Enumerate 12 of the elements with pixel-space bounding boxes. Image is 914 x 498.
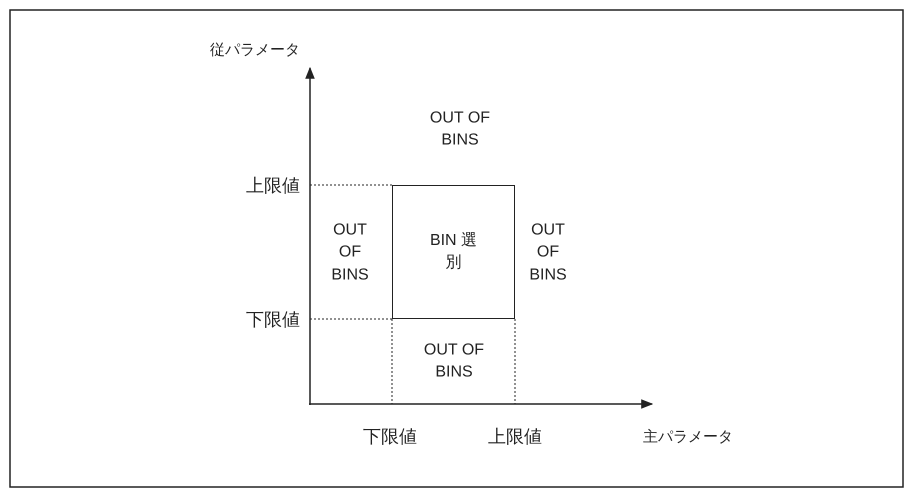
bin-label: BIN 選別 <box>430 230 478 273</box>
region-label: OUT OF BINS <box>422 340 486 383</box>
x-axis-label: 主パラメータ <box>642 428 734 448</box>
tick-label: 下限値 <box>362 425 418 448</box>
bin-box <box>392 185 515 319</box>
tick-label: 上限値 <box>245 174 301 198</box>
tick-label: 上限値 <box>487 425 543 448</box>
tick-label: 下限値 <box>245 308 301 332</box>
region-label: OUT OF BINS <box>428 108 492 151</box>
region-label: OUT OF BINS <box>528 220 568 286</box>
y-axis-label: 従パラメータ <box>209 40 301 60</box>
region-label: OUT OF BINS <box>330 220 370 286</box>
